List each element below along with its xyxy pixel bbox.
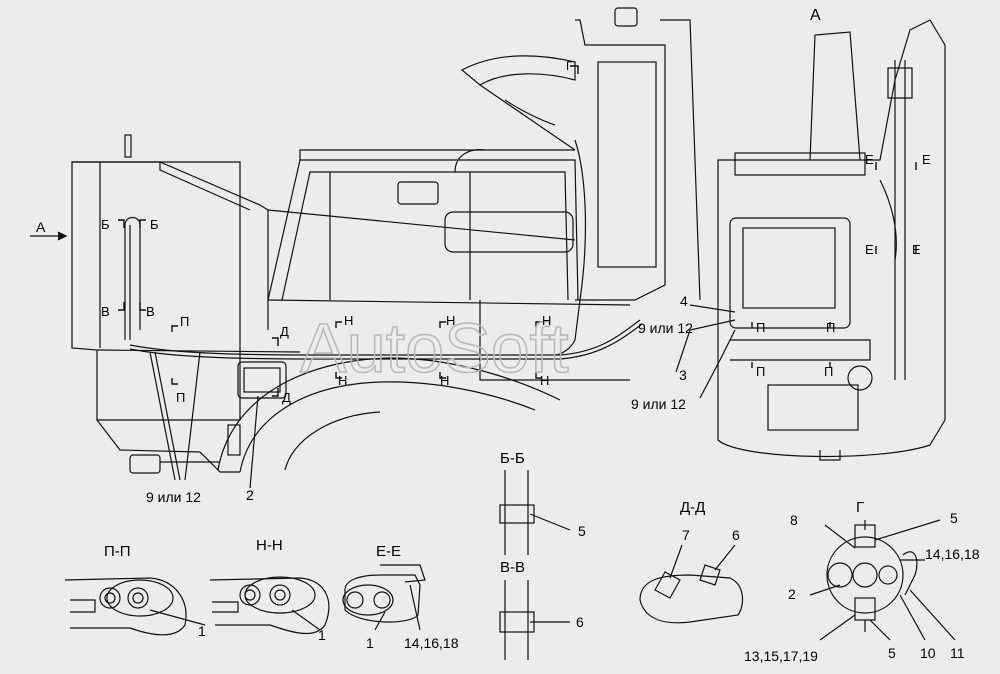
mark-p-bottom: П [176, 390, 185, 405]
mark-p-a-1: П [756, 320, 765, 335]
title-section-vv: В-В [500, 559, 525, 576]
title-section-pp: П-П [104, 543, 131, 560]
callout-2-main: 2 [246, 487, 254, 503]
mark-p-a-4: П [824, 364, 833, 379]
callout-14-16-18-g: 14,16,18 [925, 546, 980, 562]
callout-1-pp: 1 [198, 623, 206, 639]
mark-v-left: В [101, 304, 110, 319]
section-pp [64, 577, 206, 636]
watermark-text: AutoSoft [300, 309, 569, 387]
callout-3: 3 [679, 367, 687, 383]
mark-n-2-top: Н [446, 313, 455, 328]
mark-e-4: Е [912, 242, 921, 257]
callout-14-16-18-ee: 14,16,18 [404, 635, 459, 651]
mark-p-a-3: П [756, 364, 765, 379]
mark-v-right: В [146, 304, 155, 319]
section-bb [499, 470, 571, 555]
mark-b-right: Б [150, 217, 159, 232]
view-a [675, 19, 946, 461]
callout-5-bb: 5 [578, 523, 586, 539]
callout-6-vv: 6 [576, 614, 584, 630]
callout-13-15-17-19-g: 13,15,17,19 [744, 648, 818, 664]
view-g [809, 519, 956, 641]
mark-n-2-bottom: Н [440, 373, 449, 388]
callout-4: 4 [680, 293, 688, 309]
mark-n-3-top: Н [542, 313, 551, 328]
mark-n-1-top: Н [344, 313, 353, 328]
callout-9-or-12-main: 9 или 12 [146, 489, 201, 505]
arrow-a-label: А [36, 219, 46, 235]
callout-11-g: 11 [950, 645, 965, 661]
callout-8-g: 8 [790, 512, 798, 528]
mark-p-top: П [180, 314, 189, 329]
mark-d-bottom: Д [282, 390, 291, 405]
callout-1-nn: 1 [318, 627, 326, 643]
labels: А А Б Б В В П П Н Н Н Н Н Н Д Д Г П П П … [36, 7, 980, 664]
section-ee [342, 564, 426, 631]
main-side-view [71, 7, 701, 489]
callout-9-or-12-a-bottom: 9 или 12 [631, 396, 686, 412]
title-section-dd: Д-Д [680, 499, 705, 516]
title-section-bb: Б-Б [500, 450, 525, 467]
mark-n-3-bottom: Н [540, 373, 549, 388]
section-cut-marks [118, 65, 917, 397]
title-view-g: Г [856, 499, 864, 516]
view-a-title: А [810, 7, 821, 24]
title-section-ee: Е-Е [376, 543, 401, 560]
callout-10-g: 10 [920, 645, 936, 661]
mark-e-3: Е [865, 242, 874, 257]
mark-g: Г [566, 59, 573, 73]
mark-d-top: Д [280, 324, 289, 339]
section-vv [499, 580, 570, 660]
callout-7-dd: 7 [682, 527, 690, 543]
callout-5-g-bottom: 5 [888, 645, 896, 661]
mark-p-a-2: П [826, 320, 835, 335]
view-arrow-a [30, 231, 68, 241]
section-dd [639, 544, 744, 624]
mark-e-2: Е [922, 152, 931, 167]
callout-5-g-top: 5 [950, 510, 958, 526]
mark-e-1: Е [865, 152, 874, 167]
mark-b-left: Б [101, 217, 110, 232]
callout-1-ee: 1 [366, 635, 374, 651]
callout-6-dd: 6 [732, 527, 740, 543]
title-section-nn: Н-Н [256, 537, 283, 554]
mark-n-1-bottom: Н [338, 373, 347, 388]
callout-9-or-12-a-top: 9 или 12 [638, 320, 693, 336]
callout-2-g: 2 [788, 586, 796, 602]
section-nn [209, 576, 330, 635]
